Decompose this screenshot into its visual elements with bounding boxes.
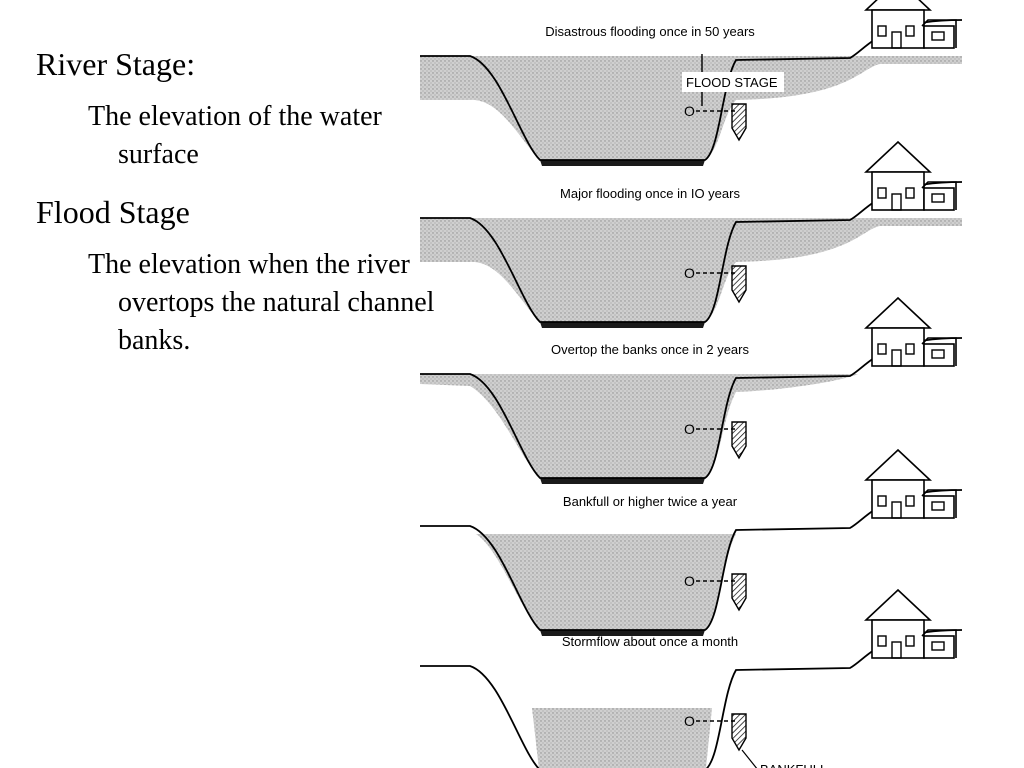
water-body (476, 534, 736, 630)
gauge-zero-label: O (684, 103, 695, 119)
definitions-text: River Stage: The elevation of the water … (0, 0, 434, 768)
stage-caption: Bankfull or higher twice a year (563, 494, 738, 509)
flood-stage-definition: The elevation when the river overtops th… (88, 249, 435, 356)
stage-caption: Disastrous flooding once in 50 years (545, 24, 755, 39)
bankfull-label: BANKFULL (760, 762, 827, 768)
house-icon (865, 0, 957, 49)
house-icon (865, 589, 957, 659)
bankfull-leader (741, 749, 758, 768)
gauge-staff (731, 265, 747, 304)
house-icon (865, 297, 957, 367)
water-body (420, 374, 858, 478)
stage-panel: O Stormflow about once a month (420, 589, 963, 768)
channel-bed (540, 160, 705, 166)
gauge-zero-label: O (684, 421, 695, 437)
gauge-zero-label: O (684, 573, 695, 589)
water-body (532, 708, 712, 768)
river-stage-definition: The elevation of the water surface (88, 101, 382, 170)
river-stage-heading: River Stage: (36, 46, 196, 82)
gauge-staff (731, 713, 747, 752)
house-icon (865, 141, 957, 211)
stage-panel: O Overtop the banks once in 2 years (420, 297, 963, 484)
gauge-staff (731, 103, 747, 142)
water-body (420, 218, 962, 322)
channel-bed (540, 478, 705, 484)
callouts: BANKFULLBASEFLOW 90% OF TIME (741, 749, 827, 768)
stage-caption: Major flooding once in IO years (560, 186, 740, 201)
stage-caption: Overtop the banks once in 2 years (551, 342, 750, 357)
flood-stage-heading: Flood Stage (36, 194, 190, 230)
stage-panel: O Disastrous flooding once in 50 yearsFLO… (420, 0, 963, 166)
stage-panel: O Major flooding once in IO years (420, 141, 963, 328)
house-icon (865, 449, 957, 519)
flood-stage-label: FLOOD STAGE (686, 75, 778, 90)
gauge-zero-label: O (684, 713, 695, 729)
stage-caption: Stormflow about once a month (562, 634, 738, 649)
channel-bed (540, 322, 705, 328)
channel-bed (540, 630, 705, 636)
gauge-staff (731, 421, 747, 460)
stage-panel: O Bankfull or higher twice a year (420, 449, 963, 636)
water-body (420, 56, 962, 160)
gauge-zero-label: O (684, 265, 695, 281)
gauge-staff (731, 573, 747, 612)
flood-stage-label-bg (682, 72, 784, 92)
